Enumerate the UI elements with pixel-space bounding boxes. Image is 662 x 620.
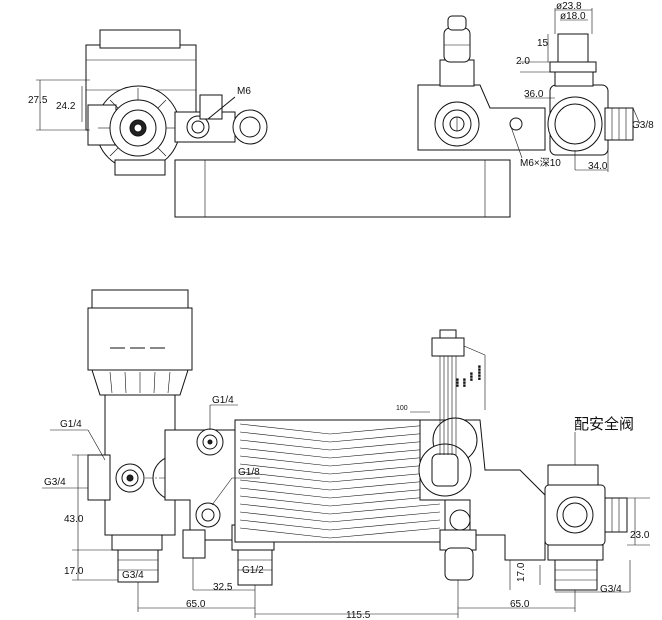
label-g1-4-mid: G1/4 <box>212 395 234 406</box>
front-g3-4-bottom-thread <box>117 549 159 583</box>
top-view: ø23.8 ø18.0 15 2.0 36.0 27.5 24.2 M6 M6×… <box>28 1 654 218</box>
front-motor-cap <box>91 289 189 309</box>
top-port-ring <box>232 109 268 145</box>
label-g1-8: G1/8 <box>238 467 260 478</box>
dim-m6: M6 <box>237 86 251 97</box>
front-view: ■■■■■ ■■■ ■■■ ■■■ <box>42 289 650 620</box>
dim-65-0-right: 65.0 <box>510 599 530 610</box>
dim-115-5: 115.5 <box>346 610 371 620</box>
front-g3-4-right-thread <box>554 559 598 591</box>
dim-23-0: 23.0 <box>630 530 650 541</box>
dim-17-0-right: 17.0 <box>516 562 527 582</box>
dim-dia-23-8: ø23.8 <box>556 1 582 12</box>
dim-dia-18-0: ø18.0 <box>560 11 586 22</box>
front-safety-valve-top <box>547 464 599 488</box>
front-g1-8-port <box>195 502 221 528</box>
front-left-inlet <box>87 454 111 501</box>
dim-g3-8: G3/8 <box>632 120 654 131</box>
svg-text:■■■: ■■■ <box>454 378 460 387</box>
label-safety-valve: 配安全阀 <box>574 415 634 433</box>
front-sensor-connector <box>431 337 465 357</box>
dim-m6-depth: M6×深10 <box>520 157 561 169</box>
dim-2-0: 2.0 <box>516 56 530 67</box>
top-m6-hole <box>186 115 210 139</box>
dim-15: 15 <box>537 38 549 49</box>
front-bottom-knob <box>444 547 474 581</box>
svg-text:■■■■■: ■■■■■ <box>476 365 482 380</box>
top-base-plate <box>174 159 511 218</box>
dim-43-0: 43.0 <box>64 514 84 525</box>
dim-65-0-left: 65.0 <box>186 599 206 610</box>
label-g3-4-left: G3/4 <box>44 477 66 488</box>
dim-36-0: 36.0 <box>524 89 544 100</box>
label-g3-4-right: G3/4 <box>600 584 622 595</box>
dim-27-5: 27.5 <box>28 95 48 106</box>
exchanger-chevron-pattern <box>239 423 441 539</box>
top-safety-stem <box>557 33 589 65</box>
dim-100: 100 <box>396 405 408 412</box>
dim-32-5: 32.5 <box>213 582 233 593</box>
label-g1-2: G1/2 <box>242 565 264 576</box>
svg-text:■■■: ■■■ <box>468 372 474 381</box>
dim-17-0-left: 17.0 <box>64 566 84 577</box>
dim-34-0: 34.0 <box>588 161 608 172</box>
label-g3-4-bottom: G3/4 <box>122 570 144 581</box>
front-motor-housing <box>87 307 193 371</box>
svg-text:■■■: ■■■ <box>461 378 467 387</box>
dim-24-2: 24.2 <box>56 101 76 112</box>
label-g1-4-left: G1/4 <box>60 419 82 430</box>
